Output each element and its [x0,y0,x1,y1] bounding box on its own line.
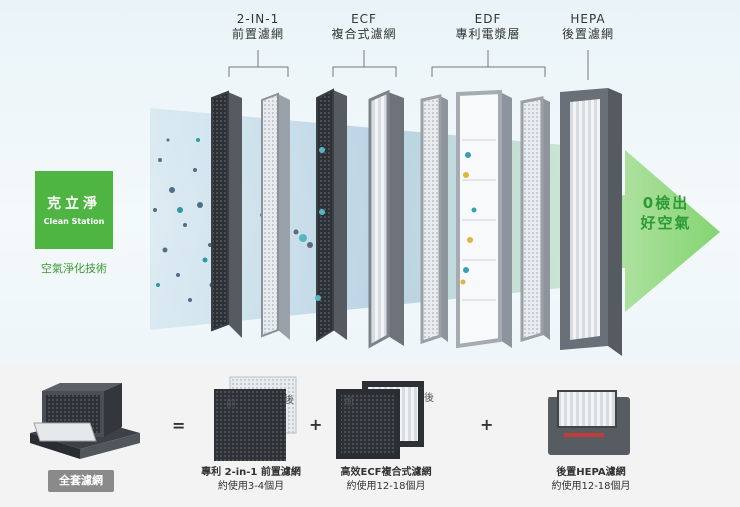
result-line-2: 好空氣 [640,214,692,232]
ecf-filter-pleated [368,89,404,349]
brand-name-en: Clean Station [43,217,105,226]
captured-particles [299,147,325,301]
plus-sign-1: + [309,415,323,434]
layer-edf-name: 專利電漿層 [455,27,521,41]
brand-name: 克立淨 [47,196,101,212]
layer-hepa-code: HEPA [570,12,606,26]
equals-sign: = [172,416,186,435]
clean-air-arrow [560,150,720,312]
edf-filter-1 [420,94,448,345]
pre-back-tag: 後 [284,393,294,406]
layer-label-hepa: HEPA 後置濾網 [548,12,628,42]
filter-illustration [150,50,720,356]
hepa-filter-life: 約使用12-18個月 [551,481,631,492]
layer-pre-code: 2-IN-1 [236,12,280,26]
result-line-1: 0檢出 [642,194,690,212]
hepa-filter-caption: 後置HEPA濾網 約使用12-18個月 [536,466,646,494]
layer-label-ecf: ECF 複合式濾網 [314,12,414,42]
brand-logo: 克立淨 Clean Station [35,171,113,249]
hepa-filter-name: 後置HEPA濾網 [556,467,626,478]
layer-pre-name: 前置濾網 [231,27,284,41]
layer-ecf-name: 複合式濾網 [331,27,397,41]
edf-filter-3 [520,96,550,343]
pre-filter-life: 約使用3-4個月 [217,481,285,492]
ecf-back-tag: 後 [424,391,434,404]
ecf-filter-carbon [316,88,347,342]
edf-filter-2 [456,89,512,349]
pre-filter-caption: 專利 2-in-1 前置濾網 約使用3-4個月 [186,466,316,494]
layer-edf-code: EDF [474,12,502,26]
pre-filter-name: 專利 2-in-1 前置濾網 [201,467,301,478]
filter-diagram: 2-IN-1 前置濾網 ECF 複合式濾網 EDF 專利電漿層 HEPA 後置濾… [0,0,740,363]
ecf-filter-image [336,381,424,459]
hepa-filter [560,88,622,356]
ecf-filter-name: 高效ECF複合式濾網 [340,467,432,478]
layer-label-edf: EDF 專利電漿層 [438,12,538,42]
full-set-image [30,383,140,459]
pre-filter-image [214,376,297,461]
ecf-filter-caption: 高效ECF複合式濾網 約使用12-18個月 [326,466,446,494]
full-set-badge: 全套濾網 [48,470,114,492]
plus-sign-2: + [480,415,494,434]
layer-ecf-code: ECF [351,12,377,26]
hepa-filter-image [548,390,630,455]
pre-filter-white [261,92,290,340]
ecf-filter-life: 約使用12-18個月 [346,481,426,492]
tech-label: 空氣淨化技術 [41,262,107,275]
layer-brackets [228,50,589,80]
pre-front-tag: 前 [226,397,236,410]
result-text: 0檢出 好空氣 [626,193,706,233]
product-images: 前 後 前 後 [30,376,630,461]
layer-hepa-name: 後置濾網 [561,27,614,41]
pre-filter-dark [211,90,242,338]
ecf-front-tag: 前 [344,395,354,408]
layer-label-pre: 2-IN-1 前置濾網 [218,12,298,42]
particles [153,138,215,302]
